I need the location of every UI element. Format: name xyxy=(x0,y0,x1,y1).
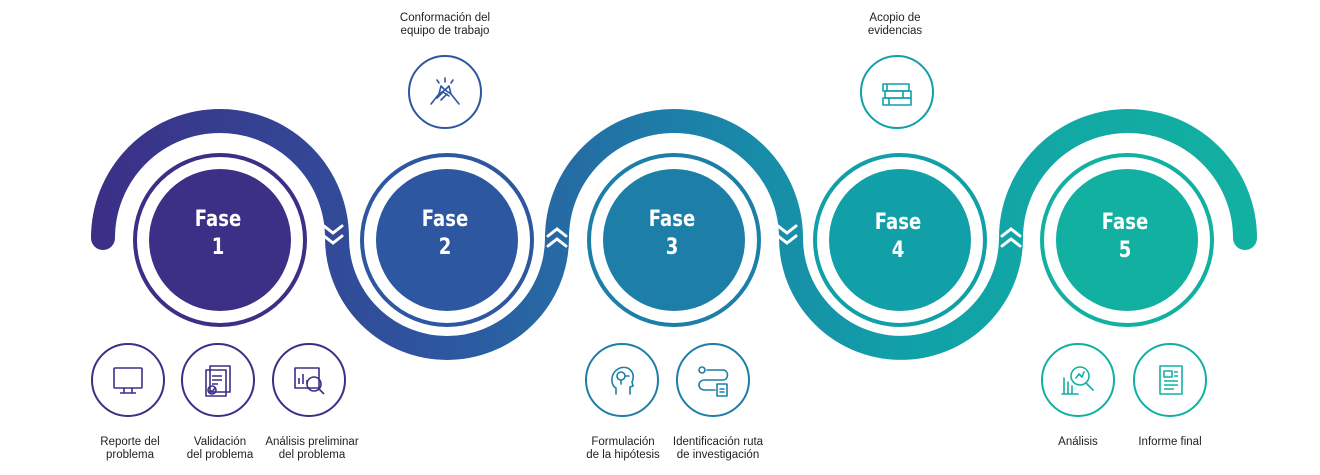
caption-informe: Informe final xyxy=(1138,436,1202,448)
caption-analisis: Análisis xyxy=(1058,436,1098,448)
wave-band xyxy=(91,109,1257,360)
monitor-icon xyxy=(91,343,165,417)
chevron-up-icon xyxy=(1000,227,1022,238)
chevron-up-icon xyxy=(546,227,568,238)
chart-magnifier-icon xyxy=(272,343,346,417)
magnifier-chart-icon xyxy=(1041,343,1115,417)
phase-4-circle xyxy=(829,169,971,311)
chevron-down-icon xyxy=(776,224,798,235)
chevron-down-icon xyxy=(322,234,344,245)
report-icon xyxy=(1133,343,1207,417)
phase-2-circle xyxy=(376,169,518,311)
route-icon xyxy=(676,343,750,417)
phase-1-circle xyxy=(149,169,291,311)
head-brain-icon xyxy=(585,343,659,417)
handshake-icon xyxy=(408,55,482,129)
phase-5-circle xyxy=(1056,169,1198,311)
chevron-up-icon xyxy=(1000,237,1022,248)
chevron-up-icon xyxy=(546,237,568,248)
phase-3-circle xyxy=(603,169,745,311)
document-check-icon xyxy=(181,343,255,417)
books-icon xyxy=(860,55,934,129)
chevron-down-icon xyxy=(776,234,798,245)
chevron-down-icon xyxy=(322,224,344,235)
